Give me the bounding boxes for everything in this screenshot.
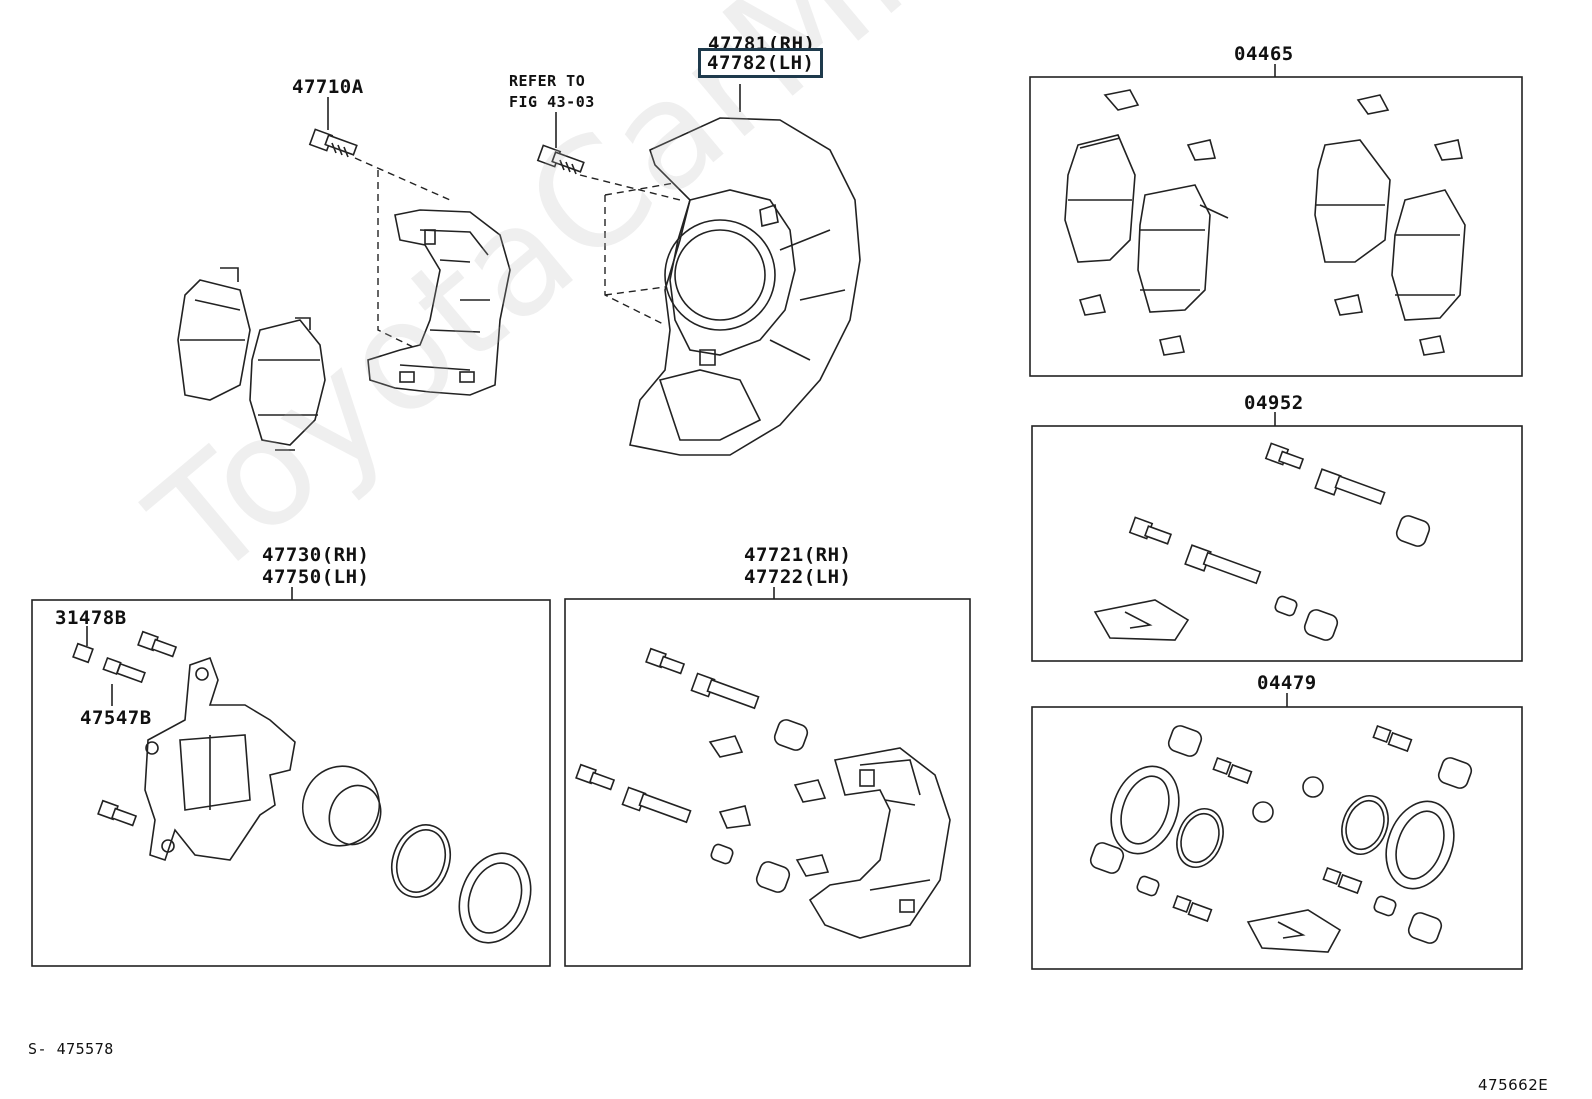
label-refer-to-line1: REFER TO xyxy=(509,72,586,90)
label-47782-lh-highlighted[interactable]: 47782(LH) xyxy=(698,48,824,78)
bolt-refer-to xyxy=(536,144,585,175)
label-04465[interactable]: 04465 xyxy=(1234,43,1294,65)
label-refer-to-line2[interactable]: FIG 43-03 xyxy=(509,93,595,111)
label-04952[interactable]: 04952 xyxy=(1244,392,1304,414)
kit-47721-parts xyxy=(575,647,951,939)
leader-lines xyxy=(86,64,1288,707)
label-47750-lh[interactable]: 47750(LH) xyxy=(262,566,370,588)
footer-left-code: S- 475578 xyxy=(28,1040,114,1058)
label-47547B[interactable]: 47547B xyxy=(80,707,152,729)
kit-box-04479 xyxy=(1031,706,1523,970)
kit-04952-parts xyxy=(1093,442,1431,641)
label-04479[interactable]: 04479 xyxy=(1257,672,1317,694)
kit-box-04465 xyxy=(1029,76,1523,377)
dashed-assembly-lines xyxy=(354,157,681,361)
label-47722-lh[interactable]: 47722(LH) xyxy=(744,566,852,588)
kit-box-47730 xyxy=(31,599,551,967)
kit-04479-parts xyxy=(1089,724,1473,953)
footer-right-code: 475662E xyxy=(1478,1076,1549,1094)
dust-shield xyxy=(629,117,861,456)
kit-47730-parts xyxy=(72,630,532,944)
brake-pads-left xyxy=(177,267,326,451)
label-47721-rh[interactable]: 47721(RH) xyxy=(744,544,852,566)
caliper-mounting-bracket xyxy=(367,209,511,396)
label-47710A[interactable]: 47710A xyxy=(292,76,364,98)
label-47730-rh[interactable]: 47730(RH) xyxy=(262,544,370,566)
label-31478B[interactable]: 31478B xyxy=(55,607,127,629)
kit-box-47721 xyxy=(564,598,971,967)
kit-04465-parts xyxy=(1064,89,1466,356)
kit-box-04952 xyxy=(1031,425,1523,662)
bolt-47710A xyxy=(308,128,358,158)
